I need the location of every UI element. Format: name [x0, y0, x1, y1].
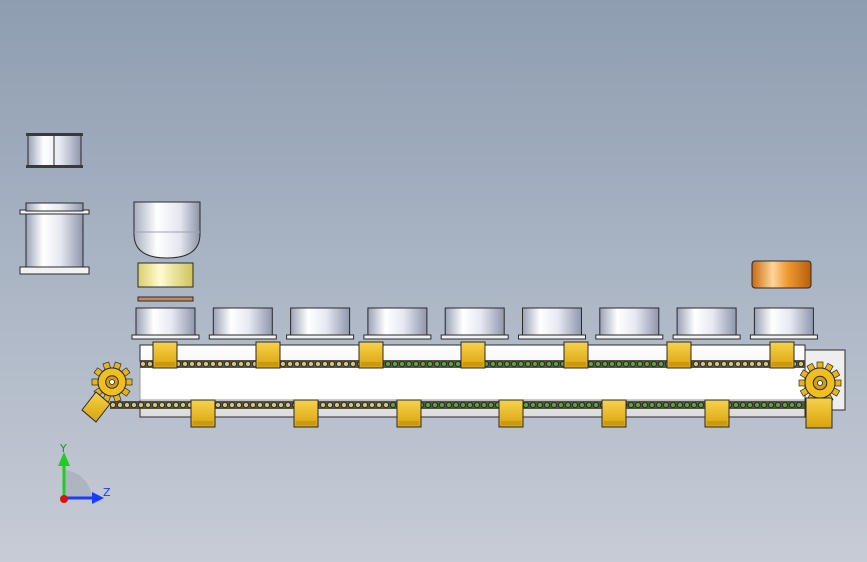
cup[interactable]: [595, 307, 664, 340]
chain-bracket[interactable]: [666, 341, 692, 369]
large-cylinder-part[interactable]: [19, 202, 90, 275]
cup[interactable]: [518, 307, 586, 340]
left-sprocket[interactable]: [81, 361, 133, 423]
thin-ring-part[interactable]: [137, 296, 194, 302]
chain-bracket[interactable]: [601, 399, 627, 428]
right-sprocket[interactable]: [798, 361, 842, 429]
cup[interactable]: [363, 307, 432, 340]
z-axis-label: Z: [103, 486, 111, 499]
cup[interactable]: [208, 307, 277, 340]
cup[interactable]: [672, 307, 741, 340]
chain-bracket[interactable]: [498, 399, 524, 428]
chain-bracket[interactable]: [255, 341, 281, 369]
chain-bracket[interactable]: [293, 399, 319, 428]
chain-bracket[interactable]: [152, 341, 178, 369]
axis-triad: [58, 452, 104, 504]
cup[interactable]: [749, 307, 818, 340]
x-axis-dot: [60, 495, 68, 503]
cup[interactable]: [131, 307, 200, 340]
y-axis-label: Y: [60, 442, 67, 455]
chain-bracket[interactable]: [769, 341, 795, 369]
chain-bracket[interactable]: [460, 341, 486, 369]
chain-bracket[interactable]: [190, 399, 216, 428]
small-cylinder-part[interactable]: [26, 133, 83, 168]
chain-bracket[interactable]: [704, 399, 730, 428]
dome-cup-part[interactable]: [133, 201, 201, 259]
upper-brackets: [152, 341, 795, 369]
orange-cap-part[interactable]: [751, 260, 812, 289]
chain-bracket[interactable]: [358, 341, 384, 369]
cup[interactable]: [286, 307, 355, 340]
cup[interactable]: [440, 307, 509, 340]
chain-bracket[interactable]: [563, 341, 589, 369]
cup-row: [131, 307, 818, 340]
chain-bracket[interactable]: [396, 399, 422, 428]
yellow-lid-part[interactable]: [137, 262, 194, 288]
